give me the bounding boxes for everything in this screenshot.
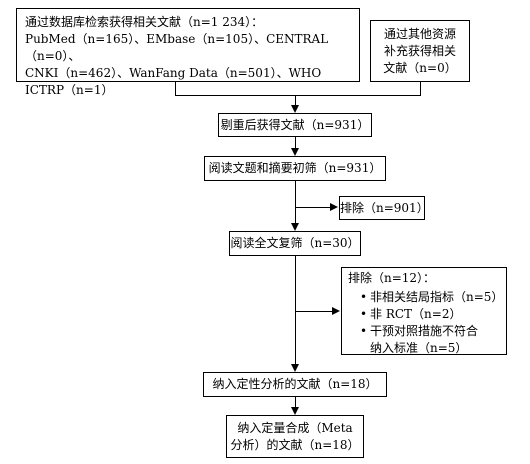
connector-to-exclude-1 bbox=[295, 207, 330, 208]
merge-line-left bbox=[175, 82, 176, 96]
other-sources-line-3: 文献（n=0） bbox=[383, 60, 457, 75]
other-sources-box: 通过其他资源 补充获得相关 文献（n=0） bbox=[370, 20, 470, 82]
connector-qualitative-quantitative bbox=[295, 397, 296, 409]
exclusion-2-title: 排除（n=12）： bbox=[348, 271, 436, 285]
exclusion-box-1: 排除（n=901） bbox=[339, 196, 429, 220]
qualitative-analysis-text: 纳入定性分析的文献（n=18） bbox=[212, 377, 378, 391]
exclusion-reason-intervention-line-1: 干预对照措施不符合 bbox=[370, 324, 479, 338]
qualitative-analysis-box: 纳入定性分析的文献（n=18） bbox=[203, 372, 387, 397]
arrow-to-exclude-1 bbox=[330, 203, 338, 211]
other-sources-line-1: 通过其他资源 bbox=[383, 26, 456, 41]
exclusion-reason-non-rct: 非 RCT（n=2） bbox=[360, 306, 500, 323]
merge-line-right bbox=[420, 82, 421, 96]
exclusion-reason-intervention-line-2: 纳入标准（n=5） bbox=[370, 341, 468, 355]
database-search-line-4: ICTRP（n=1） bbox=[25, 83, 114, 97]
fulltext-screening-text: 阅读全文复筛（n=30） bbox=[230, 236, 360, 250]
arrow-to-screen bbox=[291, 148, 299, 156]
connector-to-exclude-2 bbox=[295, 311, 332, 312]
arrow-to-quantitative bbox=[291, 407, 299, 415]
other-sources-line-2: 补充获得相关 bbox=[383, 43, 456, 58]
database-search-line-2: PubMed（n=165）、EMbase（n=105）、CENTRAL（n=0）… bbox=[25, 32, 329, 63]
database-search-box: 通过数据库检索获得相关文献（n=1 234）： PubMed（n=165）、EM… bbox=[16, 8, 360, 97]
title-abstract-screening-text: 阅读文题和摘要初筛（n=931） bbox=[208, 161, 382, 175]
exclusion-reason-outcome: 非相关结局指标（n=5） bbox=[360, 289, 503, 306]
quantitative-synthesis-line-1: 纳入定量合成（Meta bbox=[237, 420, 353, 435]
connector-dedup-screen bbox=[295, 137, 296, 149]
quantitative-synthesis-box: 纳入定量合成（Meta 分析）的文献（n=18） bbox=[226, 415, 364, 458]
fulltext-screening-box: 阅读全文复筛（n=30） bbox=[229, 231, 361, 256]
exclusion-1-text: 排除（n=901） bbox=[340, 200, 429, 215]
exclusion-box-2: 排除（n=12）： 非相关结局指标（n=5） 非 RCT（n=2） 干预对照措施… bbox=[341, 267, 507, 355]
database-search-line-3: CNKI（n=462）、WanFang Data（n=501）、WHO bbox=[25, 66, 322, 80]
arrow-to-dedup bbox=[291, 105, 299, 113]
arrow-to-exclude-2 bbox=[332, 307, 340, 315]
quantitative-synthesis-line-2: 分析）的文献（n=18） bbox=[230, 437, 360, 452]
title-abstract-screening-box: 阅读文题和摘要初筛（n=931） bbox=[204, 156, 386, 181]
arrow-to-fulltext bbox=[291, 223, 299, 231]
dedup-box: 剔重后获得文献（n=931） bbox=[218, 113, 372, 137]
dedup-text: 剔重后获得文献（n=931） bbox=[220, 117, 370, 132]
merge-line-down bbox=[295, 95, 296, 107]
merge-line-horizontal bbox=[175, 95, 421, 96]
database-search-line-1: 通过数据库检索获得相关文献（n=1 234）： bbox=[25, 15, 264, 29]
connector-screen-fulltext bbox=[295, 181, 296, 225]
arrow-to-qualitative bbox=[291, 364, 299, 372]
exclusion-reason-intervention: 干预对照措施不符合 纳入标准（n=5） bbox=[360, 323, 500, 357]
